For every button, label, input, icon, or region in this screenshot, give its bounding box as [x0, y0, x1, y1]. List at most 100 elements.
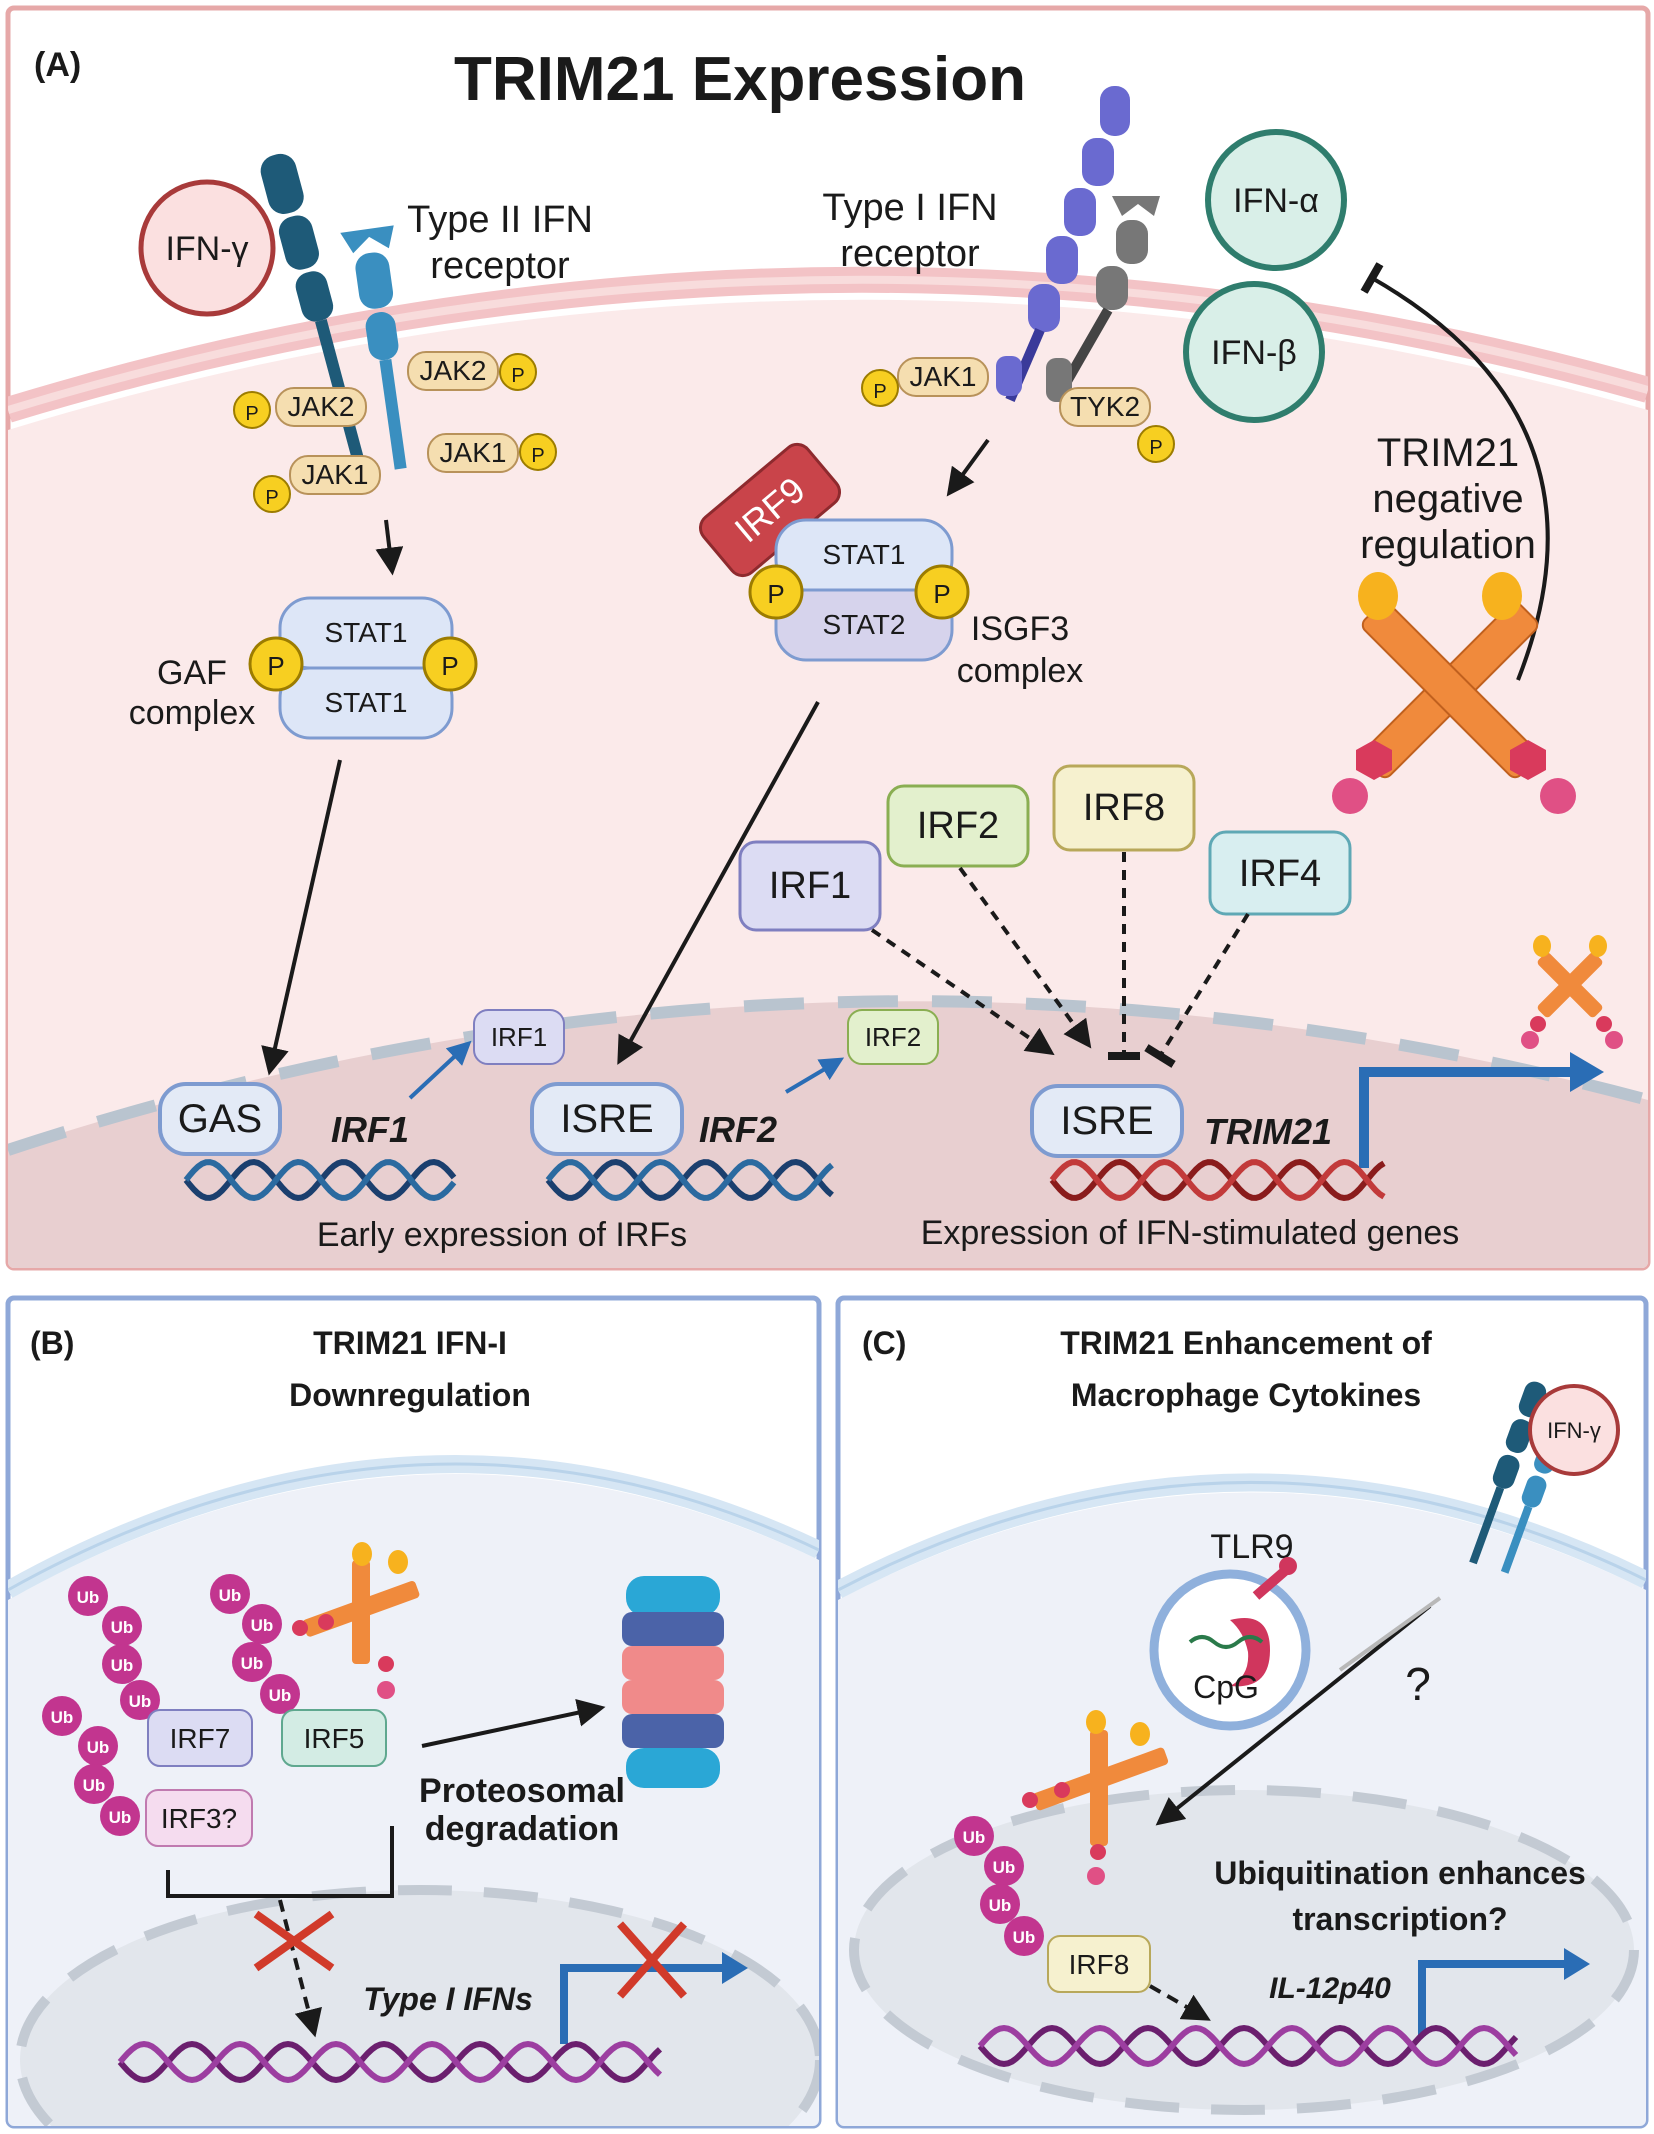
svg-text:Ub: Ub: [241, 1654, 264, 1673]
dna-irf2-strand2: [545, 1158, 834, 1202]
svg-text:IRF4: IRF4: [1239, 853, 1321, 895]
svg-text:IRF3?: IRF3?: [161, 1803, 237, 1834]
dna-il12p40: [977, 2024, 1519, 2068]
svg-text:P: P: [1149, 437, 1162, 459]
jak1-left: JAK1 P: [253, 455, 381, 513]
phospho-icon: [914, 564, 970, 620]
signal-line-faded: [1338, 1596, 1442, 1672]
irf1-box: IRF1: [738, 840, 882, 932]
svg-text:P: P: [441, 651, 458, 681]
panel-a: (A) TRIM21 Expression IFN-γ Type II IFN …: [5, 5, 1651, 1271]
arrow-to-proteasome: [421, 1698, 606, 1748]
svg-text:Ub: Ub: [129, 1692, 152, 1711]
irf1-expression-arrow: [408, 1040, 472, 1100]
svg-text:IRF8: IRF8: [1069, 1949, 1130, 1980]
il12-transcription-arrow: [1418, 1960, 1572, 2036]
type2-ifn-receptor: [260, 153, 407, 470]
inhibition-to-ifn: [1360, 262, 1550, 681]
svg-text:IRF1: IRF1: [769, 865, 851, 907]
svg-text:Ub: Ub: [111, 1656, 134, 1675]
panel-c: (C) TRIM21 Enhancement of Macrophage Cyt…: [835, 1295, 1649, 2129]
panel-c-title-2: Macrophage Cytokines: [1071, 1377, 1421, 1413]
svg-text:Ub: Ub: [77, 1588, 100, 1607]
dna-irf1-strand2: [183, 1158, 457, 1202]
svg-text:P: P: [933, 579, 950, 609]
neg-reg-label-3: regulation: [1360, 523, 1536, 567]
ifn-alpha-ligand: [1205, 129, 1347, 271]
ub-chain-irf3: Ub Ub Ub Ub: [42, 1696, 140, 1836]
svg-text:P: P: [245, 403, 258, 425]
svg-text:ISRE: ISRE: [560, 1097, 653, 1141]
irf2-small-box: IRF2: [847, 1009, 939, 1065]
neg-reg-label-1: TRIM21: [1377, 431, 1519, 475]
degradation-label-2: degradation: [425, 1810, 620, 1848]
gene-irf2-label: IRF2: [699, 1109, 777, 1150]
proteasome-icon: [622, 1576, 724, 1788]
ifn-gamma-label: IFN-γ: [165, 230, 248, 268]
svg-text:STAT1: STAT1: [325, 687, 408, 718]
panel-b: (B) TRIM21 IFN-I Downregulation Ub Ub Ub…: [5, 1295, 822, 2129]
svg-text:Ub: Ub: [111, 1618, 134, 1637]
isgf3-label-2: complex: [957, 652, 1084, 690]
type1-ifns-gene-label: Type I IFNs: [363, 1981, 533, 2017]
ifn-gamma-label-c: IFN-γ: [1547, 1418, 1601, 1443]
phospho-icon: [519, 433, 557, 471]
ub-chain-irf8: Ub Ub Ub Ub: [954, 1816, 1044, 1956]
svg-text:IRF2: IRF2: [865, 1022, 921, 1052]
isre-site-2: ISRE: [1030, 1084, 1184, 1158]
trim21-protein-b: [292, 1542, 420, 1699]
caption-isg: Expression of IFN-stimulated genes: [921, 1214, 1460, 1252]
nuclear-envelope: [8, 995, 1648, 1156]
svg-text:P: P: [531, 445, 544, 467]
svg-text:JAK1: JAK1: [302, 459, 369, 490]
panel-a-title: TRIM21 Expression: [454, 45, 1026, 114]
phospho-icon: [422, 636, 478, 692]
enhance-label-2: transcription?: [1292, 1901, 1507, 1937]
panel-c-title-1: TRIM21 Enhancement of: [1060, 1325, 1432, 1361]
type2-receptor-label-1: Type II IFN: [407, 199, 593, 241]
nucleus: [8, 1001, 1648, 1268]
block-x-icon-2: [617, 1921, 687, 1999]
tlr9-label: TLR9: [1210, 1528, 1293, 1566]
arrow-gaf-to-gas: [261, 759, 342, 1076]
block-x-icon-1: [253, 1910, 335, 1972]
enhance-label-1: Ubiquitination enhances: [1214, 1855, 1586, 1891]
irf1-small-box: IRF1: [473, 1009, 565, 1065]
svg-text:Ub: Ub: [219, 1586, 242, 1605]
svg-text:STAT1: STAT1: [823, 539, 906, 570]
svg-text:Ub: Ub: [269, 1686, 292, 1705]
svg-text:IRF1: IRF1: [491, 1022, 547, 1052]
svg-text:Ub: Ub: [989, 1896, 1012, 1915]
irf8-box-c: IRF8: [1047, 1935, 1151, 1993]
arrow-isgf3-to-isre: [617, 701, 820, 1065]
svg-text:JAK2: JAK2: [420, 355, 487, 386]
svg-text:STAT2: STAT2: [823, 609, 906, 640]
question-mark: ?: [1405, 1658, 1431, 1710]
irf2-expression-arrow: [784, 1057, 845, 1094]
svg-text:Ub: Ub: [251, 1616, 274, 1635]
irf8-box: IRF8: [1052, 764, 1196, 852]
arrow-to-nucleus-c: [1155, 1604, 1432, 1826]
trim21-protein-c: [1022, 1710, 1169, 1885]
dna-type1-ifns-strand2: [117, 2040, 663, 2084]
svg-text:Ub: Ub: [993, 1858, 1016, 1877]
svg-text:GAS: GAS: [178, 1097, 262, 1141]
phospho-icon: [499, 353, 537, 391]
irf4-box: IRF4: [1208, 830, 1352, 916]
tlr9-receptor-icon: [1230, 1557, 1297, 1687]
trim21-transcription-arrow: [1359, 1067, 1580, 1168]
irf2-to-isre-arrow: [958, 866, 1092, 1049]
irf2-box: IRF2: [886, 784, 1030, 868]
dna-trim21: [1049, 1158, 1386, 1202]
svg-text:P: P: [265, 487, 278, 509]
svg-text:IRF5: IRF5: [304, 1723, 365, 1754]
trim21-protein-large: [1332, 572, 1576, 814]
dna-trim21-strand2: [1049, 1158, 1386, 1202]
svg-text:STAT1: STAT1: [325, 617, 408, 648]
isgf3-label-1: ISGF3: [971, 610, 1069, 648]
irf3-box: IRF3?: [145, 1789, 253, 1847]
svg-text:IRF8: IRF8: [1083, 787, 1165, 829]
type1-receptor-label-1: Type I IFN: [822, 187, 997, 229]
panel-b-title-2: Downregulation: [289, 1377, 531, 1413]
bracket: [166, 1826, 394, 1898]
